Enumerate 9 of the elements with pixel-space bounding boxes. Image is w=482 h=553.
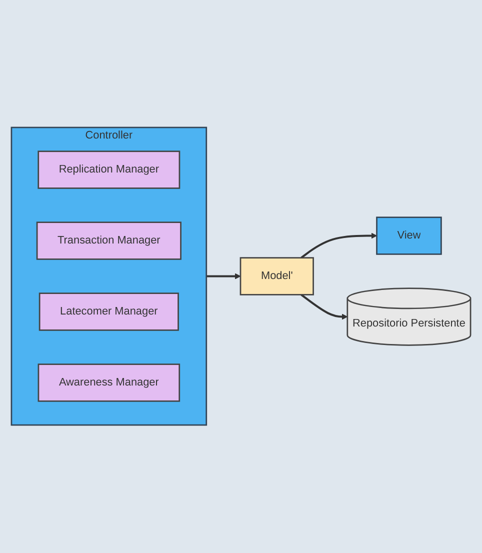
node-box: View xyxy=(376,216,442,256)
node-box: Replication Manager xyxy=(38,150,180,190)
node-box: Latecomer Manager xyxy=(38,292,179,332)
node-box: Transaction Manager xyxy=(36,222,182,260)
arrow xyxy=(206,274,241,280)
arrow xyxy=(300,233,378,259)
node-box: Model' xyxy=(240,257,314,296)
arrow xyxy=(300,294,348,320)
node-box: Awareness Manager xyxy=(38,364,180,402)
